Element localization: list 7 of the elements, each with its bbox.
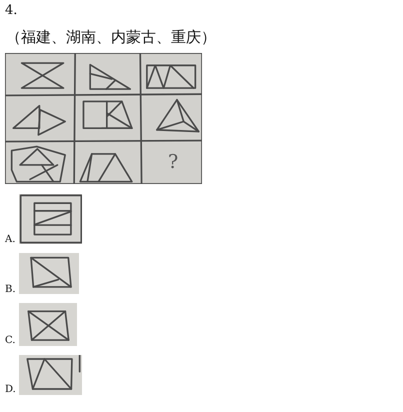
option-letter: A. [5, 235, 16, 245]
option-letter: C. [5, 336, 16, 346]
option-letter: D. [5, 385, 16, 395]
option-letter: B. [5, 285, 16, 295]
source-note: （福建、湖南、内蒙古、重庆） [6, 30, 216, 45]
question-number: 4. [5, 4, 18, 17]
question-mark: ? [168, 153, 178, 172]
